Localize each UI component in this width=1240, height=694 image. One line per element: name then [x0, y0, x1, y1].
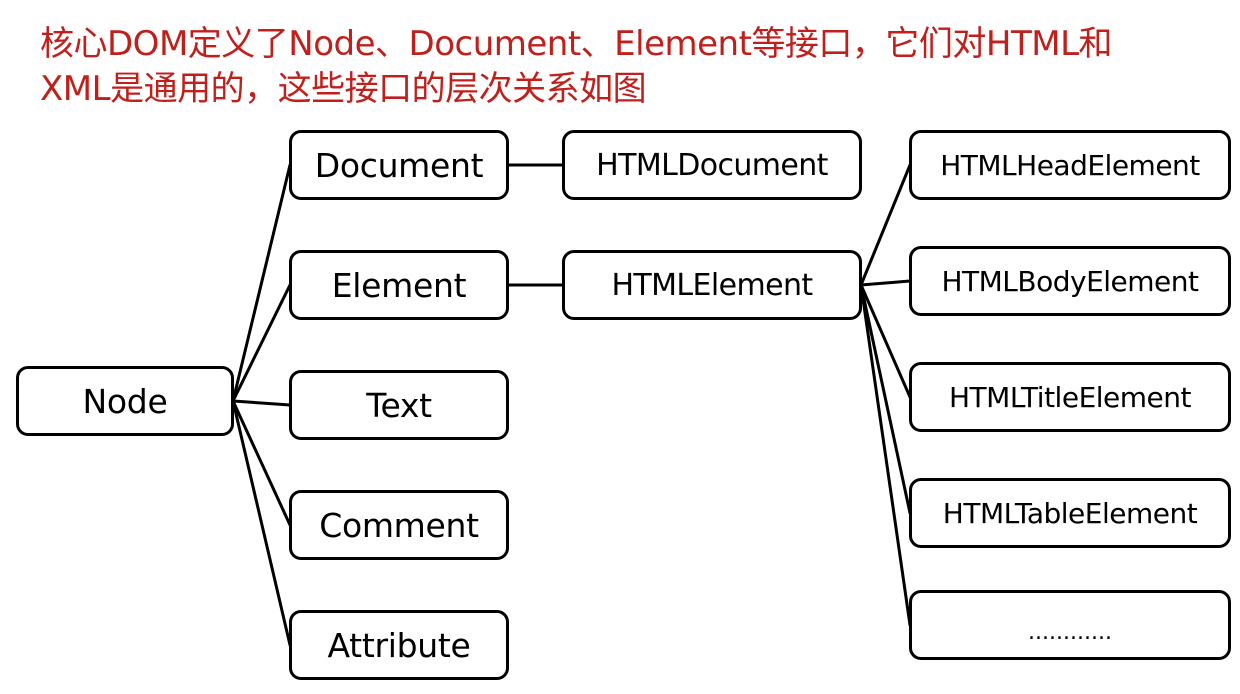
caption-line-2: XML是通用的，这些接口的层次关系如图	[40, 69, 647, 109]
node-box-html-element: HTMLElement	[562, 250, 862, 320]
node-box-node: Node	[16, 366, 234, 436]
node-label-html-title-element: HTMLTitleElement	[949, 380, 1192, 414]
node-box-html-table-element: HTMLTableElement	[909, 478, 1231, 548]
connector-html_element-to-html_table_element	[859, 283, 912, 515]
connector-html_element-to-html_head_element	[859, 163, 912, 287]
node-box-text: Text	[289, 370, 509, 440]
diagram-caption: 核心DOM定义了Node、Document、Element等接口，它们对HTML…	[40, 22, 1220, 112]
node-label-html-body-element: HTMLBodyElement	[941, 264, 1199, 298]
connector-node-to-text	[231, 399, 292, 407]
node-label-html-head-element: HTMLHeadElement	[940, 148, 1200, 182]
connector-html_element-to-html_body_element	[859, 279, 912, 287]
connector-html_element-to-html_title_element	[859, 283, 912, 399]
node-label-text: Text	[366, 385, 432, 425]
connector-node-to-document	[231, 163, 292, 403]
node-box-html-title-element: HTMLTitleElement	[909, 362, 1231, 432]
node-box-html-body-element: HTMLBodyElement	[909, 246, 1231, 316]
connector-node-to-comment	[231, 399, 292, 527]
connector-node-to-attribute	[231, 399, 292, 647]
node-box-html-head-element: HTMLHeadElement	[909, 130, 1231, 200]
node-label-html-document: HTMLDocument	[596, 147, 828, 183]
connector-html_element-to-more	[859, 283, 912, 627]
node-box-html-document: HTMLDocument	[562, 130, 862, 200]
node-label-comment: Comment	[319, 505, 479, 545]
node-label-element: Element	[331, 265, 467, 305]
node-box-comment: Comment	[289, 490, 509, 560]
node-label-attribute: Attribute	[327, 625, 471, 665]
caption-line-1: 核心DOM定义了Node、Document、Element等接口，它们对HTML…	[40, 24, 1113, 64]
node-label-node: Node	[82, 381, 168, 421]
node-label-more: ............	[1028, 619, 1112, 645]
node-box-more: ............	[909, 590, 1231, 660]
node-label-document: Document	[314, 145, 484, 185]
node-label-html-element: HTMLElement	[611, 267, 813, 303]
node-box-attribute: Attribute	[289, 610, 509, 680]
node-box-document: Document	[289, 130, 509, 200]
connector-node-to-element	[231, 283, 292, 403]
node-label-html-table-element: HTMLTableElement	[942, 496, 1198, 530]
node-box-element: Element	[289, 250, 509, 320]
